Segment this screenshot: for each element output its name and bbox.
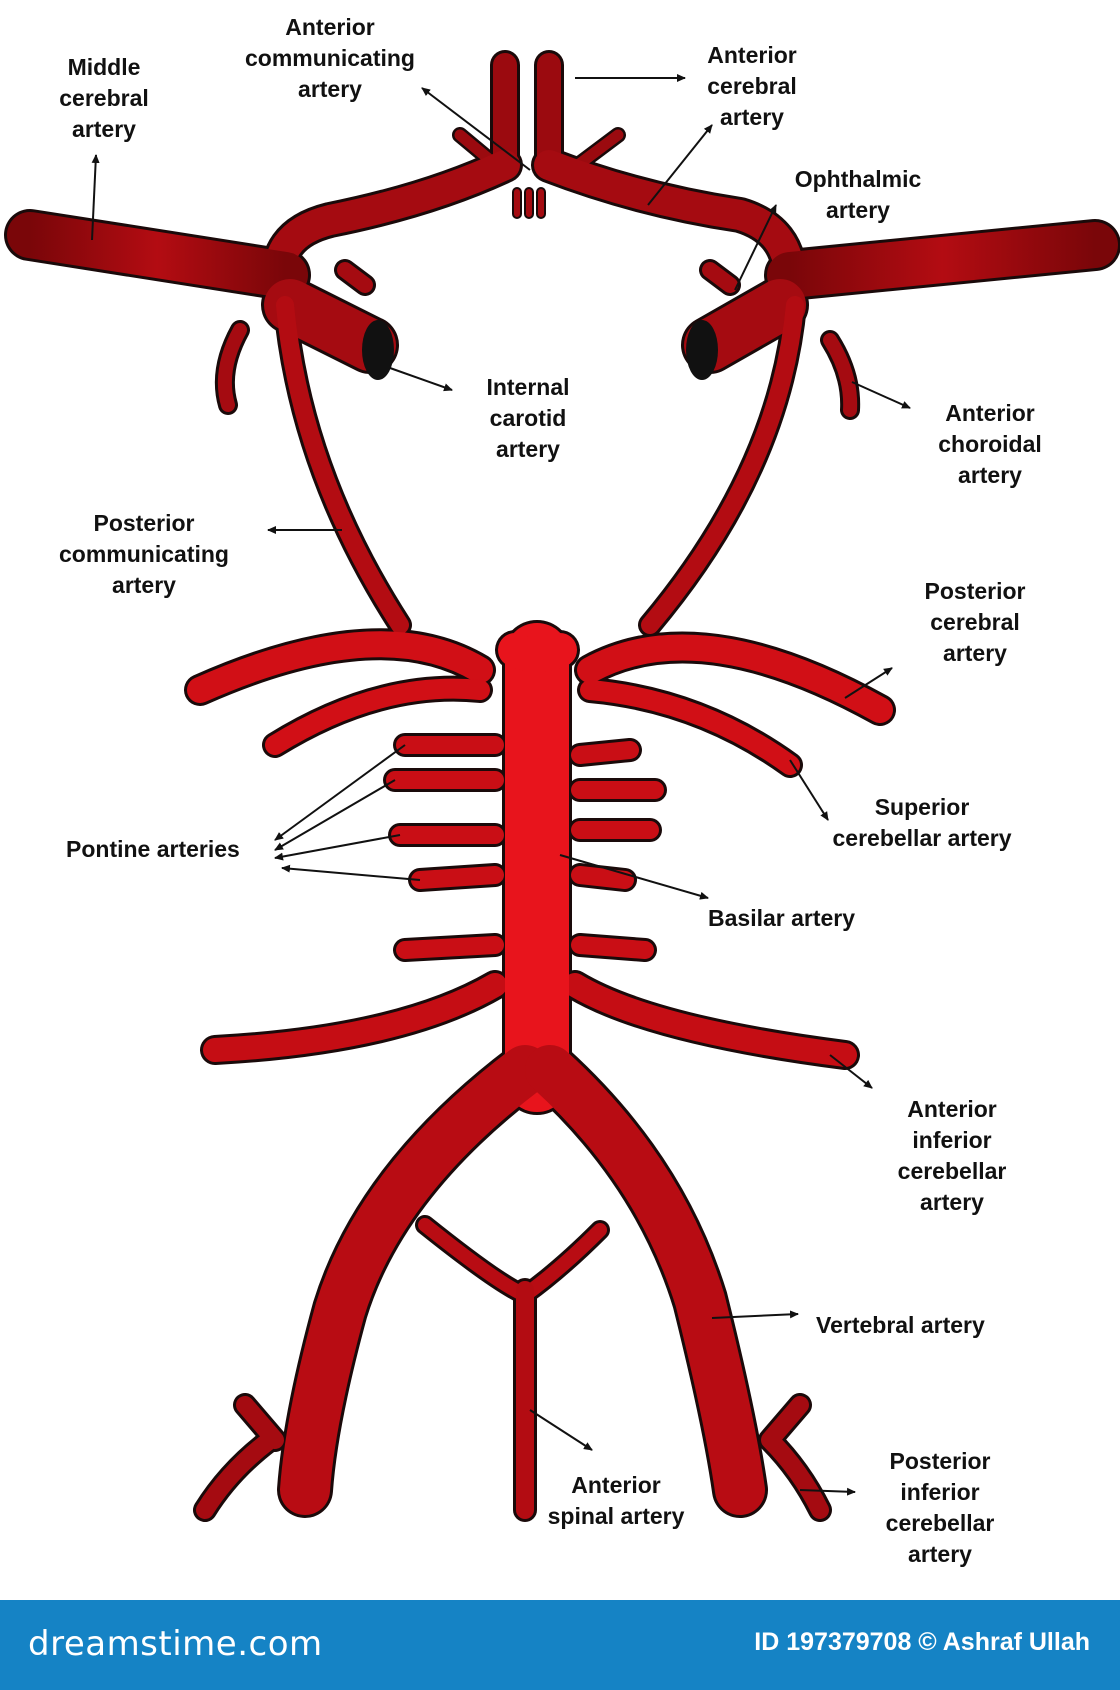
stock-image-id: ID 197379708 © Ashraf Ullah — [754, 1628, 1090, 1656]
label-posterior-communicating-artery: Posterior communicating artery — [59, 510, 229, 598]
label-anterior-spinal-artery: Anterior spinal artery — [547, 1472, 685, 1529]
brand-wordmark: dreamstime.com — [28, 1624, 323, 1664]
label-anterior-cerebral-artery: Anterior cerebral artery — [707, 42, 797, 130]
label-anterior-communicating-artery: Anterior communicating artery — [245, 14, 415, 102]
label-superior-cerebellar-artery: Superior cerebellar artery — [832, 794, 1012, 851]
label-pontine-arteries: Pontine arteries — [66, 836, 240, 862]
label-internal-carotid-artery: Internal carotid artery — [486, 374, 570, 462]
internal-carotid-lumen-right — [686, 320, 718, 380]
label-anterior-choroidal-artery: Anterior choroidal artery — [938, 400, 1042, 488]
label-anterior-inferior-cerebellar-artery: Anterior inferior cerebellar artery — [897, 1096, 1007, 1215]
label-middle-cerebral-artery: Middle cerebral artery — [59, 54, 149, 142]
leader-arrows — [91, 74, 911, 1496]
internal-carotid-lumen-left — [362, 320, 394, 380]
label-ophthalmic-artery: Ophthalmic artery — [794, 166, 922, 223]
circle-of-willis-diagram — [4, 50, 1120, 1522]
label-posterior-cerebral-artery: Posterior cerebral artery — [924, 578, 1026, 666]
stock-footer-bar: dreamstime.com ID 197379708 © Ashraf Ull… — [0, 1600, 1120, 1690]
label-basilar-artery: Basilar artery — [708, 905, 856, 931]
anterior-communicating-rungs — [512, 187, 546, 219]
vessel-fills — [7, 53, 1118, 1519]
label-vertebral-artery: Vertebral artery — [816, 1312, 985, 1338]
label-posterior-inferior-cerebellar-artery: Posterior inferior cerebellar artery — [885, 1448, 995, 1567]
